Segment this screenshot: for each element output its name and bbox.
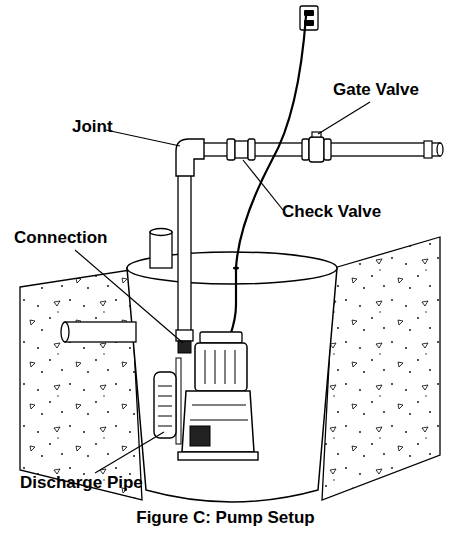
pipe-union [178, 341, 191, 353]
pump-motor [195, 343, 247, 391]
power-cord [228, 16, 306, 342]
part-label: Check Valve [282, 202, 381, 222]
pump-intake [190, 426, 210, 446]
inlet-pipe [65, 322, 136, 342]
pump-cap [200, 332, 242, 343]
figure-caption: Figure C: Pump Setup [0, 508, 451, 528]
float-switch [154, 372, 176, 438]
elbow-joint [176, 139, 204, 176]
sump-basin [127, 268, 337, 502]
gate-valve-body [309, 137, 324, 162]
concrete-floor [322, 237, 440, 500]
vertical-pipe [178, 160, 191, 332]
check-valve-clamp [248, 139, 255, 160]
wall-outlet [300, 6, 318, 30]
part-label: Discharge Pipe [20, 473, 143, 493]
check-valve-body [235, 141, 248, 158]
leader-line [95, 432, 164, 473]
float-rod [176, 358, 181, 444]
housing-lines [190, 405, 248, 420]
pipe-end [437, 143, 443, 156]
vent-pipe-end [150, 229, 172, 236]
pipe-coupling [424, 141, 432, 158]
concrete-floor [20, 270, 142, 500]
gate-valve-end [324, 139, 331, 160]
outlet-socket [304, 10, 314, 16]
part-label: Gate Valve [333, 80, 419, 100]
float-ribs [158, 386, 172, 426]
pump-housing [182, 391, 254, 452]
motor-ribs [205, 350, 235, 384]
pump-base [178, 452, 258, 460]
gate-valve-end [302, 139, 309, 160]
part-label: Joint [72, 117, 113, 137]
vent-pipe [150, 232, 172, 268]
leader-line [106, 130, 180, 146]
inlet-pipe-end [61, 322, 69, 342]
leader-line [243, 160, 283, 210]
check-valve-clamp [227, 139, 235, 160]
part-label: Connection [14, 228, 108, 248]
leader-line [318, 102, 370, 134]
leader-line [75, 250, 183, 343]
